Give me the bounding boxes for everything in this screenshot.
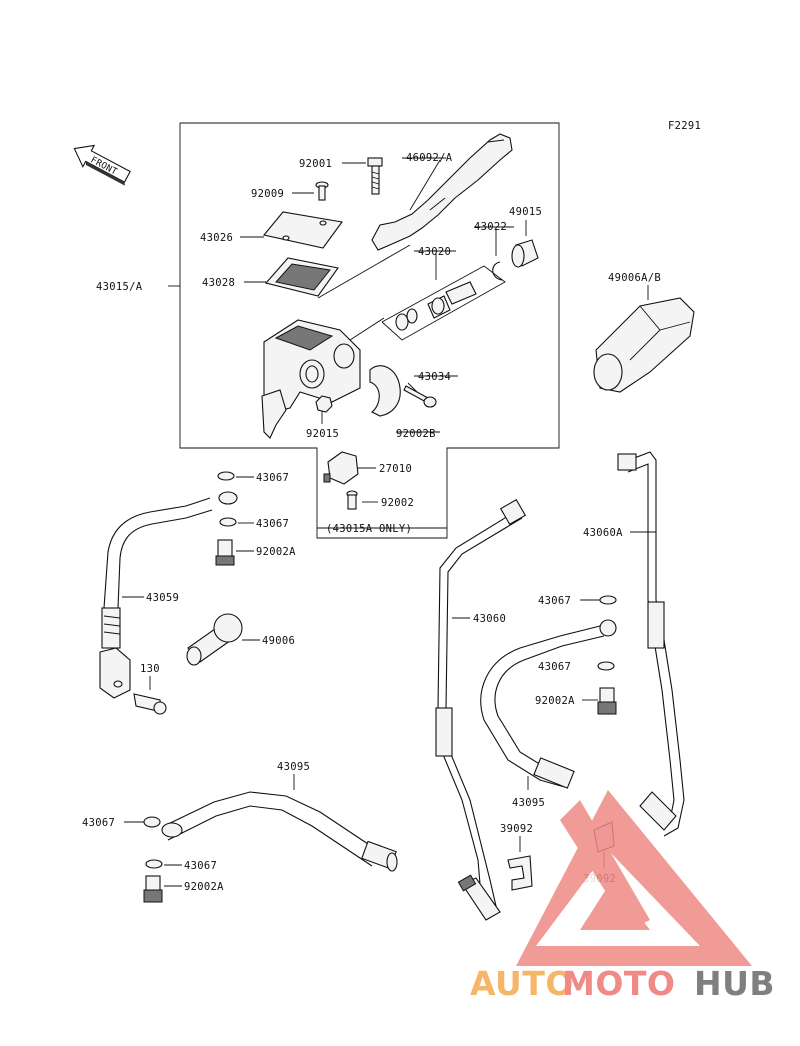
label-49006ab: 49006A/B	[608, 272, 661, 284]
switch-27010	[323, 451, 359, 485]
washer-43067-e	[143, 816, 161, 828]
bolt-130	[133, 693, 167, 715]
watermark-auto: AUTO	[470, 964, 574, 1003]
label-43060: 43060	[473, 613, 506, 625]
line-end-fitting-43060	[457, 874, 501, 921]
label-43060a: 43060A	[583, 527, 623, 539]
hose-fitting-bottom	[361, 840, 398, 872]
reservoir-cap-43026	[263, 211, 343, 249]
bolt-92001	[367, 157, 383, 195]
label-43022: 43022	[474, 221, 507, 233]
line-end-fitting-43060a	[639, 791, 677, 831]
hose-joint-block	[99, 647, 131, 699]
label-43095-mid: 43095	[512, 797, 545, 809]
watermark-moto: MOTO	[562, 964, 675, 1003]
label-27010: 27010	[379, 463, 412, 475]
note-43015a-only: (43015A ONLY)	[326, 523, 412, 535]
label-92002b: 92002B	[396, 428, 436, 440]
boot-49006	[186, 613, 243, 666]
label-49006: 49006	[262, 635, 295, 647]
label-43067-e: 43067	[82, 817, 115, 829]
label-43067-f: 43067	[184, 860, 217, 872]
washer-43067-d	[597, 661, 615, 671]
label-92009: 92009	[251, 188, 284, 200]
label-43026: 43026	[200, 232, 233, 244]
label-43034: 43034	[418, 371, 451, 383]
nut-92015	[315, 395, 333, 413]
label-39092-a: 39092	[500, 823, 533, 835]
hose-43095-bottom	[163, 791, 381, 853]
label-130: 130	[140, 663, 160, 675]
label-92002: 92002	[381, 497, 414, 509]
washer-43067-b	[219, 517, 237, 527]
label-43059: 43059	[146, 592, 179, 604]
washer-43067-c	[599, 595, 617, 605]
screw-92002	[346, 490, 358, 510]
hose-43095-mid	[480, 625, 601, 789]
label-43028: 43028	[202, 277, 235, 289]
label-43067-a: 43067	[256, 472, 289, 484]
banjo-bolt-92002a-b	[597, 687, 617, 715]
circlip-43022	[492, 261, 503, 281]
banjo-bolt-92002a-a	[215, 539, 235, 566]
banjo-fitting	[218, 491, 238, 505]
assembly-frame	[179, 122, 560, 539]
clamp-43034	[369, 365, 401, 417]
label-43067-b: 43067	[256, 518, 289, 530]
label-43095-top: 43095	[277, 761, 310, 773]
label-43015: 43015/A	[96, 281, 143, 293]
piston-kit-43020	[395, 281, 477, 331]
brake-lever-46092	[371, 133, 513, 251]
washer-43067-f	[145, 859, 163, 869]
hose-43059	[103, 497, 211, 609]
banjo-bolt-92002a-c	[143, 875, 163, 903]
label-43067-d: 43067	[538, 661, 571, 673]
front-arrow-icon: FRONT	[73, 144, 131, 186]
label-46092: 46092/A	[406, 152, 453, 164]
label-92002a-b: 92002A	[535, 695, 575, 707]
figure-code: F2291	[668, 120, 701, 132]
screw-92009	[315, 181, 329, 201]
label-43067-c: 43067	[538, 595, 571, 607]
cover-49006ab	[593, 297, 695, 393]
washer-43067-a	[217, 471, 235, 481]
label-49015: 49015	[509, 206, 542, 218]
watermark-triangle-logo	[516, 790, 752, 966]
watermark-hub: HUB	[694, 964, 775, 1003]
bolt-92002b	[403, 385, 437, 408]
master-cylinder-body	[261, 319, 361, 439]
label-43020: 43020	[418, 246, 451, 258]
label-92015: 92015	[306, 428, 339, 440]
line-43060a	[623, 451, 685, 837]
label-92001: 92001	[299, 158, 332, 170]
clip-39092-a	[507, 855, 533, 891]
automotohub-watermark: AUTO MOTO HUB	[470, 790, 775, 1003]
label-92002a-a: 92002A	[256, 546, 296, 558]
label-92002a-c: 92002A	[184, 881, 224, 893]
